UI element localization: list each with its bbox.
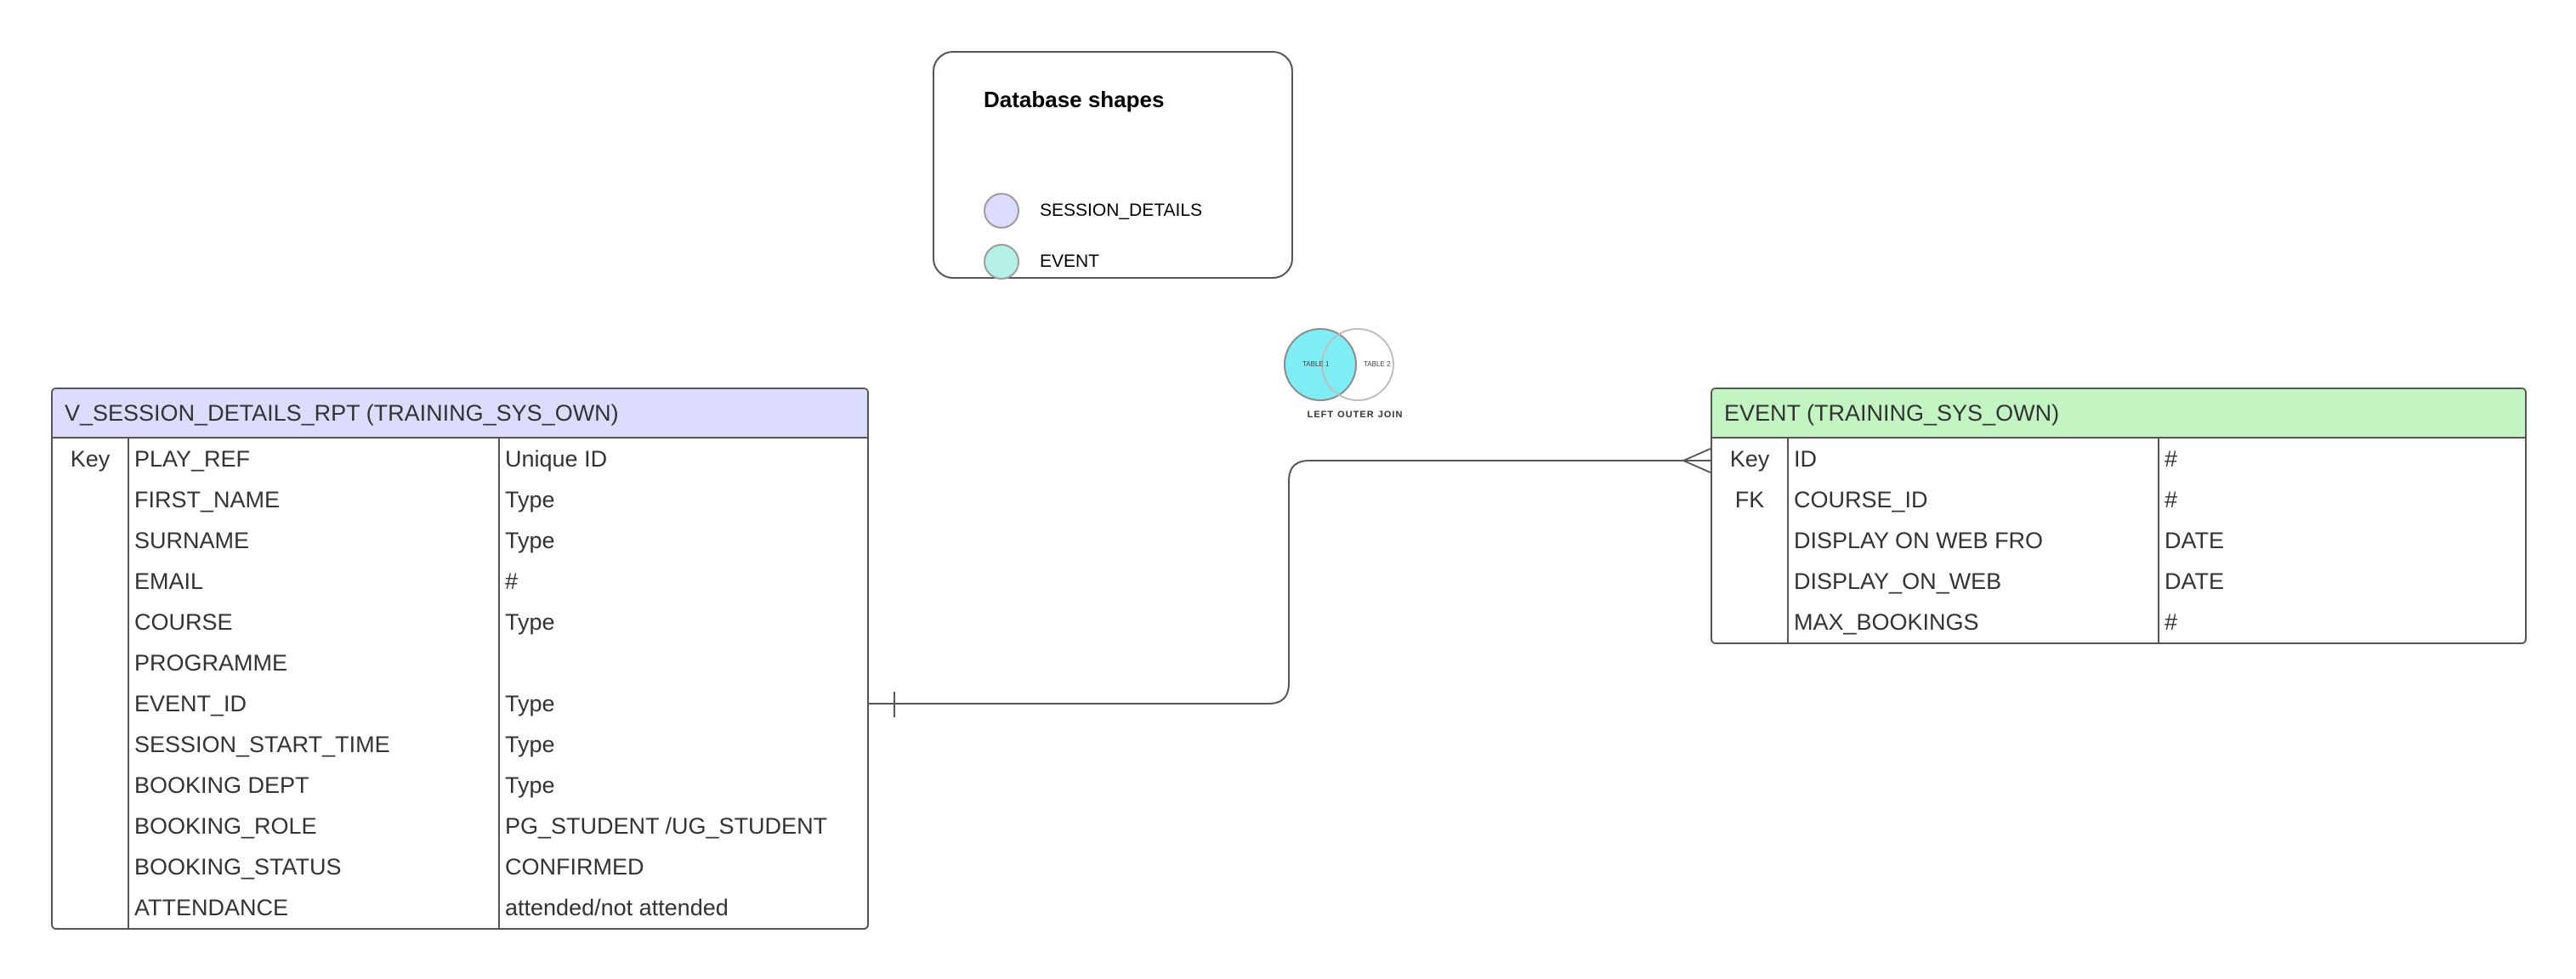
- table-row[interactable]: SESSION_START_TIME Type: [53, 724, 867, 765]
- join-caption: LEFT OUTER JOIN: [1307, 410, 1404, 420]
- table-row[interactable]: EVENT_ID Type: [53, 683, 867, 724]
- field-name-cell: DISPLAY_ON_WEB: [1794, 568, 2002, 594]
- many-cardinality-crowfoot: [1682, 448, 1711, 473]
- event-body: Key ID # FK COURSE_ID # DISPLAY ON WEB FRO DATE…: [1712, 439, 2525, 642]
- event-swatch: [984, 244, 1019, 280]
- table-row[interactable]: Key PLAY_REF Unique ID: [53, 439, 867, 479]
- legend-box: Database shapes SESSION_DETAILS EVENT: [933, 51, 1293, 280]
- field-type-cell: Type: [505, 608, 555, 635]
- table-row[interactable]: FIRST_NAME Type: [53, 479, 867, 520]
- table-row[interactable]: COURSE Type: [53, 602, 867, 642]
- table-row[interactable]: PROGRAMME: [53, 642, 867, 683]
- legend-title: Database shapes: [984, 87, 1165, 112]
- table-2-circle: [1321, 328, 1394, 401]
- table-row[interactable]: DISPLAY ON WEB FRO DATE: [1712, 520, 2525, 561]
- legend-item-label: EVENT: [1040, 252, 1100, 271]
- field-name-cell: SURNAME: [134, 527, 250, 553]
- field-name-cell: BOOKING DEPT: [134, 772, 309, 798]
- table-row[interactable]: SURNAME Type: [53, 520, 867, 561]
- session-details-title: V_SESSION_DETAILS_RPT (TRAINING_SYS_OWN): [65, 399, 619, 426]
- key-cell: Key: [70, 445, 111, 472]
- table-row[interactable]: FK COURSE_ID #: [1712, 479, 2525, 520]
- table-row[interactable]: Key ID #: [1712, 439, 2525, 479]
- session-details-table[interactable]: V_SESSION_DETAILS_RPT (TRAINING_SYS_OWN)…: [51, 388, 869, 930]
- event-title: EVENT (TRAINING_SYS_OWN): [1724, 399, 2060, 426]
- field-type-cell: #: [2165, 486, 2178, 512]
- table-row[interactable]: BOOKING_ROLE PG_STUDENT /UG_STUDENT: [53, 806, 867, 846]
- field-type-cell: #: [2165, 608, 2178, 635]
- field-type-cell: #: [505, 568, 519, 594]
- field-name-cell: PROGRAMME: [134, 649, 288, 676]
- field-type-cell: DATE: [2165, 568, 2225, 594]
- column-divider: [498, 439, 500, 928]
- field-name-cell: EVENT_ID: [134, 690, 247, 716]
- table-row[interactable]: ATTENDANCE attended/not attended: [53, 887, 867, 928]
- table-1-label: TABLE 1: [1302, 360, 1330, 368]
- field-name-cell: BOOKING_ROLE: [134, 812, 317, 839]
- column-divider: [1787, 439, 1789, 642]
- table-row[interactable]: BOOKING DEPT Type: [53, 765, 867, 806]
- table-2-label: TABLE 2: [1364, 360, 1391, 368]
- field-type-cell: Type: [505, 486, 555, 512]
- field-name-cell: BOOKING_STATUS: [134, 853, 342, 880]
- field-type-cell: #: [2165, 445, 2178, 472]
- key-cell: Key: [1729, 445, 1770, 472]
- field-name-cell: COURSE: [134, 608, 233, 635]
- column-divider: [2158, 439, 2159, 642]
- field-type-cell: DATE: [2165, 527, 2225, 553]
- field-name-cell: ID: [1794, 445, 1817, 472]
- table-row[interactable]: BOOKING_STATUS CONFIRMED: [53, 846, 867, 887]
- event-table[interactable]: EVENT (TRAINING_SYS_OWN) Key ID # FK COURSE_…: [1711, 388, 2527, 644]
- field-type-cell: CONFIRMED: [505, 853, 644, 880]
- table-row[interactable]: EMAIL #: [53, 561, 867, 602]
- session-details-swatch: [984, 193, 1019, 229]
- field-type-cell: Type: [505, 690, 555, 716]
- field-name-cell: SESSION_START_TIME: [134, 731, 390, 757]
- field-name-cell: EMAIL: [134, 568, 204, 594]
- field-type-cell: Type: [505, 731, 555, 757]
- field-type-cell: attended/not attended: [505, 894, 729, 920]
- field-name-cell: MAX_BOOKINGS: [1794, 608, 1979, 635]
- field-name-cell: COURSE_ID: [1794, 486, 1928, 512]
- field-type-cell: Type: [505, 772, 555, 798]
- table-row[interactable]: MAX_BOOKINGS #: [1712, 602, 2525, 642]
- legend-item-label: SESSION_DETAILS: [1040, 201, 1203, 220]
- legend-item-session-details: SESSION_DETAILS: [984, 192, 1202, 229]
- table-row[interactable]: DISPLAY_ON_WEB DATE: [1712, 561, 2525, 602]
- field-name-cell: PLAY_REF: [134, 445, 251, 472]
- column-divider: [128, 439, 129, 928]
- key-cell: FK: [1734, 486, 1765, 512]
- field-name-cell: DISPLAY ON WEB FRO: [1794, 527, 2044, 553]
- field-type-cell: PG_STUDENT /UG_STUDENT: [505, 812, 828, 839]
- connector-path: [868, 460, 1711, 705]
- field-type-cell: Type: [505, 527, 555, 553]
- event-header: EVENT (TRAINING_SYS_OWN): [1712, 389, 2525, 439]
- session-details-header: V_SESSION_DETAILS_RPT (TRAINING_SYS_OWN): [53, 389, 867, 439]
- legend-item-event: EVENT: [984, 243, 1099, 280]
- field-name-cell: ATTENDANCE: [134, 894, 289, 920]
- left-outer-join-venn: TABLE 1 TABLE 2 LEFT OUTER JOIN: [1282, 326, 1415, 428]
- field-name-cell: FIRST_NAME: [134, 486, 281, 512]
- field-type-cell: Unique ID: [505, 445, 608, 472]
